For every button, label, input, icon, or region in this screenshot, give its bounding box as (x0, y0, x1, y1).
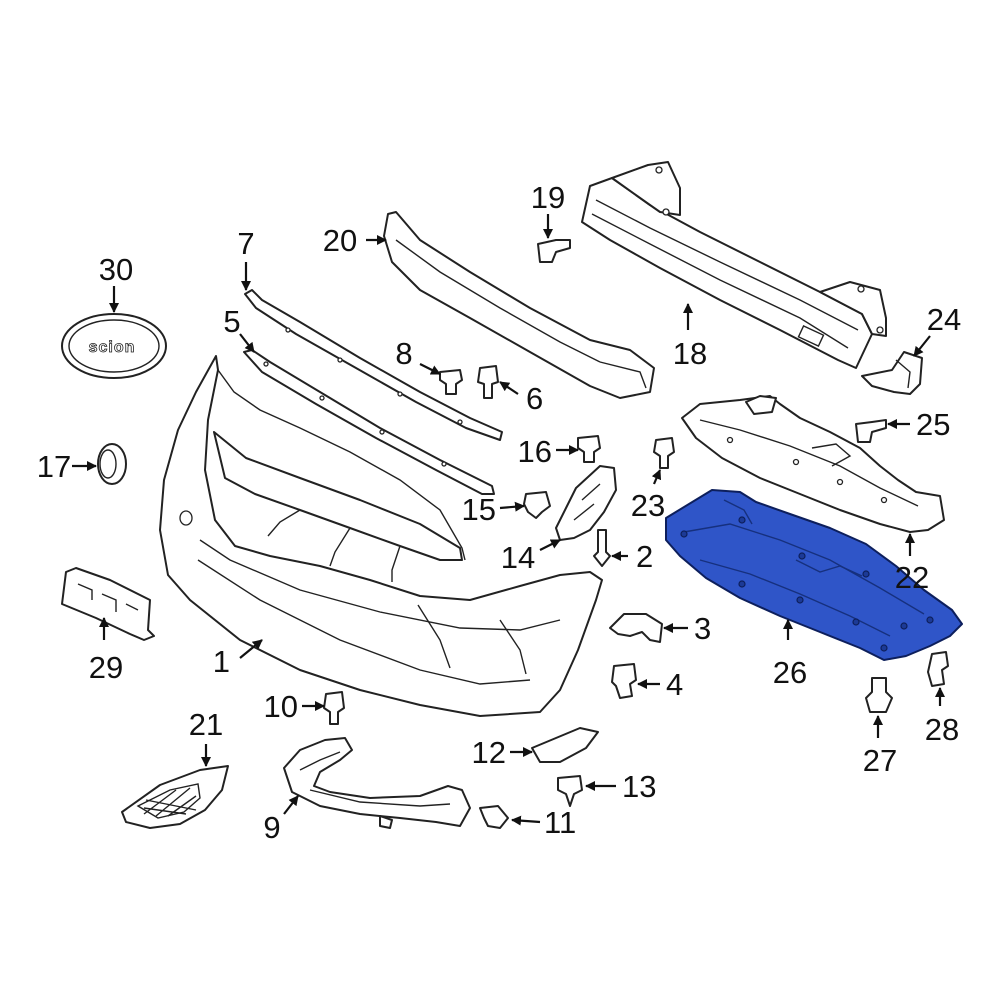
part-2-push-pin[interactable] (593, 529, 611, 567)
callout-27: 27 (863, 743, 897, 778)
part-17-plug[interactable] (97, 443, 127, 485)
part-4-clip[interactable] (611, 663, 637, 699)
callout-22: 22 (895, 560, 929, 595)
callout-8: 8 (395, 336, 412, 371)
part-12-clip[interactable] (531, 727, 599, 763)
part-30-emblem[interactable]: scion (61, 313, 167, 379)
callout-21: 21 (189, 707, 223, 742)
part-11-bolt[interactable] (479, 805, 509, 829)
leader-6 (499, 381, 519, 395)
callout-11: 11 (544, 805, 576, 840)
part-24-bracket[interactable] (861, 351, 923, 395)
callout-15: 15 (462, 492, 496, 527)
part-9-lower-bracket[interactable] (283, 737, 471, 829)
part-27-bolt[interactable] (865, 677, 893, 713)
callout-14: 14 (501, 540, 535, 575)
leader-23 (651, 469, 662, 485)
part-19-bolt[interactable] (537, 239, 571, 263)
leader-1 (239, 639, 263, 659)
part-28-clip[interactable] (927, 651, 949, 687)
callout-9: 9 (263, 810, 280, 845)
callout-25: 25 (916, 407, 950, 442)
part-5-retainer-strip[interactable] (243, 349, 495, 495)
callout-17: 17 (37, 449, 71, 484)
callout-29: 29 (89, 650, 123, 685)
part-26-lower-undercover[interactable] (665, 489, 963, 661)
callout-7: 7 (237, 226, 254, 261)
part-16-clip[interactable] (577, 435, 601, 463)
leader-8 (419, 363, 441, 375)
leader-lines (72, 214, 945, 826)
callout-13: 13 (622, 769, 656, 804)
part-1-bumper-cover[interactable] (159, 355, 603, 717)
part-14-bracket[interactable] (555, 465, 617, 541)
part-22-upper-shield[interactable] (681, 395, 945, 533)
callout-1: 1 (213, 644, 230, 679)
callout-10: 10 (264, 689, 298, 724)
leader-5 (239, 333, 255, 353)
callout-12: 12 (472, 735, 506, 770)
callout-26: 26 (773, 655, 807, 690)
part-18-bumper-reinforcement[interactable] (581, 161, 887, 369)
leader-9 (283, 795, 299, 815)
part-23-bolt[interactable] (653, 437, 675, 469)
part-10-bolt[interactable] (323, 691, 345, 725)
emblem-badge-text: scion (89, 339, 136, 356)
callout-18: 18 (673, 336, 707, 371)
callout-30: 30 (99, 252, 133, 287)
part-7-upper-molding[interactable] (244, 289, 503, 441)
callout-19: 19 (531, 180, 565, 215)
part-8-clip[interactable] (439, 369, 463, 395)
part-21-fog-grille[interactable] (121, 765, 229, 829)
leader-14 (539, 539, 561, 551)
callout-20: 20 (323, 223, 357, 258)
callout-28: 28 (925, 712, 959, 747)
callout-5: 5 (223, 304, 240, 339)
callout-6: 6 (526, 381, 543, 416)
part-6-bolt[interactable] (477, 365, 499, 399)
callout-4: 4 (666, 667, 683, 702)
part-3-bracket[interactable] (609, 613, 663, 643)
callout-16: 16 (518, 434, 552, 469)
callout-24: 24 (927, 302, 961, 337)
callout-labels: 1 2 3 4 5 6 7 8 9 10 11 12 13 14 15 16 1… (37, 180, 961, 845)
callout-3: 3 (694, 611, 711, 646)
callout-23: 23 (631, 488, 665, 523)
part-13-screw[interactable] (557, 775, 583, 807)
leader-24 (913, 335, 931, 357)
leader-11 (511, 815, 541, 826)
part-15-clip[interactable] (523, 491, 551, 519)
part-20-energy-absorber[interactable] (383, 211, 655, 399)
part-25-bolt[interactable] (855, 419, 887, 443)
part-29-license-bracket[interactable] (61, 567, 155, 641)
callout-2: 2 (636, 539, 653, 574)
leader-15 (499, 501, 525, 512)
